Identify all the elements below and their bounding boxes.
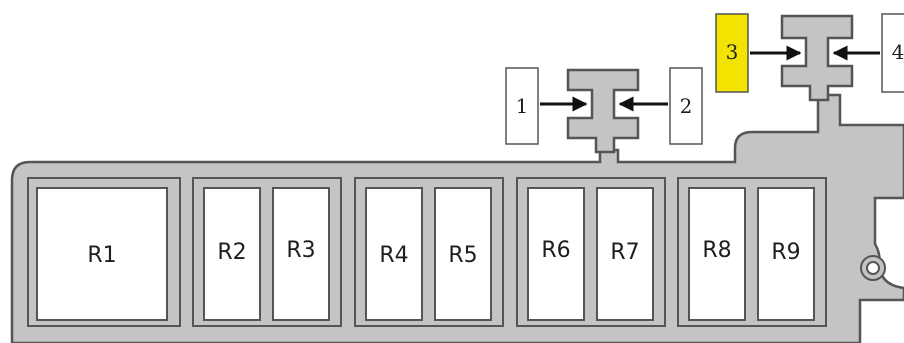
relay-slot-r9 — [757, 187, 815, 321]
relay-label: R9 — [771, 240, 800, 265]
relay-slot-r6 — [527, 187, 585, 321]
relay-slot-r7 — [596, 187, 654, 321]
fuse-label-text: 3 — [726, 40, 739, 64]
relay-group-5: R8 R9 — [677, 177, 827, 327]
relay-label: R3 — [286, 238, 315, 263]
relay-label: R6 — [541, 238, 570, 263]
relay-slot-r4 — [365, 187, 423, 321]
fuse-holder-icon — [780, 14, 854, 102]
fuse-label-text: 2 — [680, 94, 693, 118]
fuse-label-box — [505, 67, 539, 145]
fuse-label-box — [881, 13, 904, 93]
relay-label: R1 — [87, 243, 116, 268]
mounting-hole-icon — [860, 255, 886, 281]
fuse-label-box — [669, 67, 703, 145]
fuse-holder-icon — [566, 68, 640, 154]
fuse-label-text: 4 — [892, 40, 904, 64]
fuse-label-1: 1 — [505, 67, 539, 145]
relay-group-3: R4 R5 — [354, 177, 504, 327]
fuse-label-2: 2 — [669, 67, 703, 145]
relay-slot-r3 — [272, 187, 330, 321]
fuse-label-3: 3 — [715, 13, 749, 93]
relay-label: R2 — [217, 240, 246, 265]
relay-label: R4 — [379, 243, 408, 268]
relay-slot-r1 — [36, 187, 168, 321]
relay-group-2: R2 R3 — [192, 177, 342, 327]
relay-label: R8 — [702, 238, 731, 263]
fuse-label-box-highlighted — [715, 13, 749, 93]
fuse-label-text: 1 — [516, 94, 529, 118]
fuse-label-4: 4 — [881, 13, 904, 93]
relay-group-1: R1 — [27, 177, 181, 327]
relay-label: R7 — [610, 240, 639, 265]
relay-label: R5 — [448, 243, 477, 268]
relay-slot-r8 — [688, 187, 746, 321]
relay-group-4: R6 R7 — [516, 177, 666, 327]
relay-slot-r5 — [434, 187, 492, 321]
relay-slot-r2 — [203, 187, 261, 321]
